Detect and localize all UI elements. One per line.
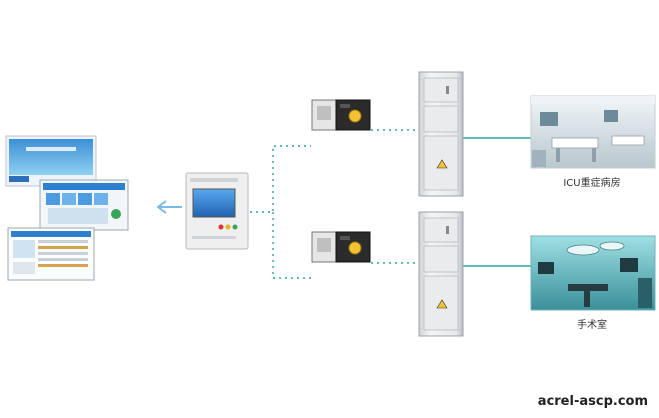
transfer-switch-top bbox=[311, 99, 371, 131]
icu-room-photo bbox=[530, 95, 656, 169]
operating-room-photo bbox=[530, 235, 656, 311]
power-cabinet-top bbox=[418, 71, 464, 197]
monitoring-panel bbox=[185, 172, 249, 250]
software-screen-table bbox=[7, 227, 95, 281]
software-screenshots bbox=[5, 135, 129, 281]
power-cabinet-bottom bbox=[418, 211, 464, 337]
connector-lines bbox=[250, 129, 418, 279]
icu-label: ICU重症病房 bbox=[563, 176, 620, 189]
data-arrow-icon bbox=[156, 200, 182, 214]
software-screen-layout bbox=[39, 179, 129, 231]
watermark-text: acrel-ascp.com bbox=[538, 394, 648, 409]
operating-room-label: 手术室 bbox=[577, 318, 607, 331]
transfer-switch-bottom bbox=[311, 231, 371, 263]
software-screen-login bbox=[5, 135, 97, 187]
room-connectors bbox=[463, 137, 531, 267]
